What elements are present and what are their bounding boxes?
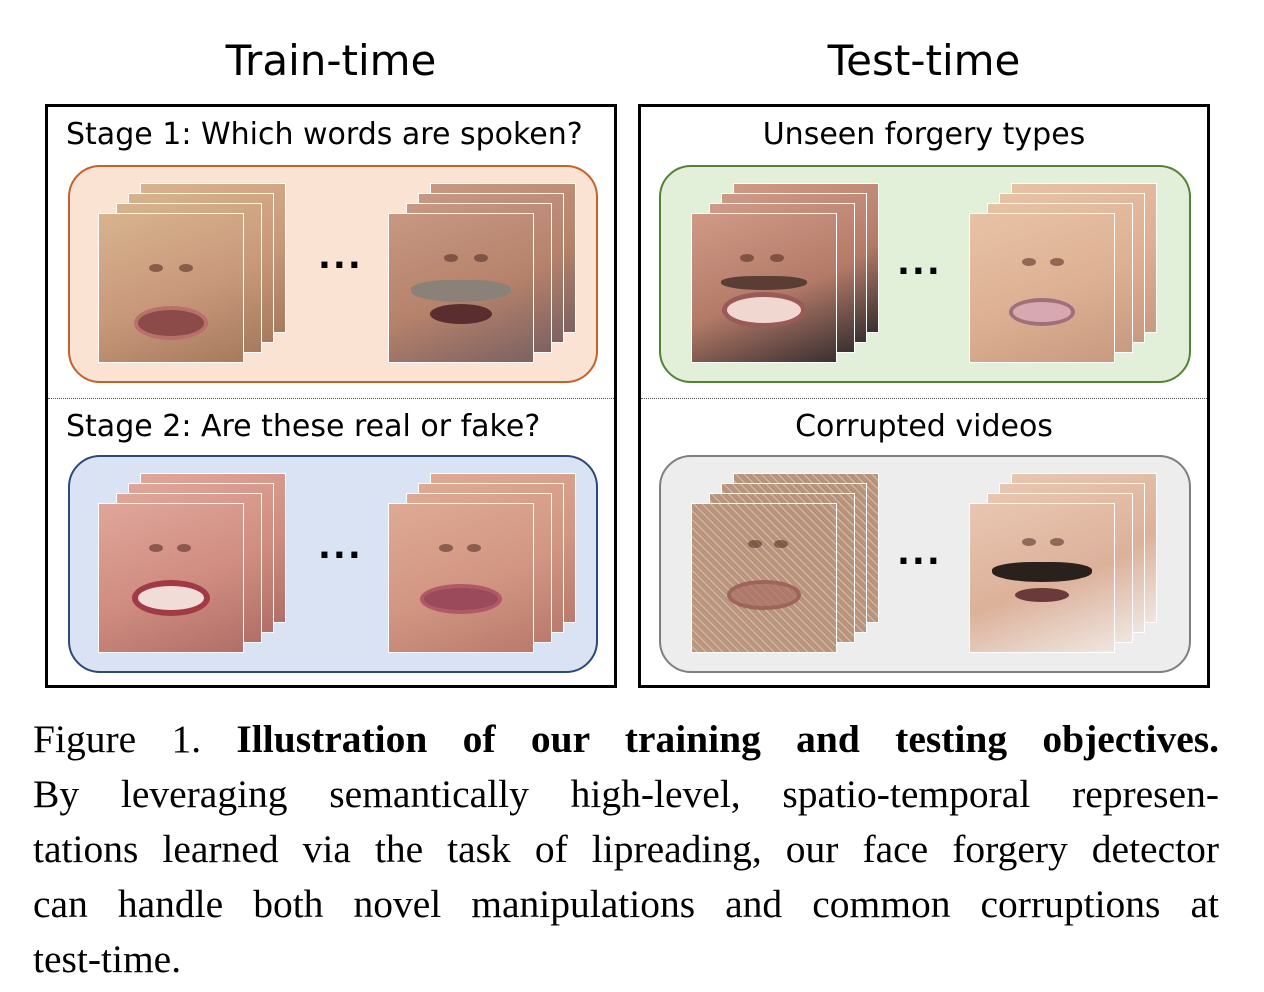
test-time-title: Test-time bbox=[827, 36, 1021, 85]
caption-line-1: Figure 1. Illustration of our training a… bbox=[33, 712, 1219, 767]
train-divider bbox=[48, 398, 614, 399]
face-crop-image bbox=[98, 213, 244, 363]
face-crop-image bbox=[691, 213, 837, 363]
face-crop-image bbox=[691, 503, 837, 653]
caption-line-2: By leveraging semantically high-level, s… bbox=[33, 772, 1219, 816]
caption-line-4: can handle both novel manipulations and … bbox=[33, 882, 1219, 926]
stage1-clip-left bbox=[98, 183, 286, 363]
stage1-ellipsis: ... bbox=[318, 237, 363, 277]
stage1-label: Stage 1: Which words are spoken? bbox=[66, 117, 583, 152]
face-crop-image bbox=[98, 503, 244, 653]
corrupted-clip-right bbox=[969, 473, 1157, 653]
unseen-forgery-label: Unseen forgery types bbox=[762, 117, 1086, 152]
stage2-clip-left bbox=[98, 473, 286, 653]
figure-caption: Figure 1. Illustration of our training a… bbox=[33, 712, 1219, 987]
test-divider bbox=[641, 398, 1207, 399]
face-crop-image bbox=[969, 503, 1115, 653]
corrupted-clip-left bbox=[691, 473, 879, 653]
caption-line-5: test-time. bbox=[33, 937, 182, 981]
stage2-label: Stage 2: Are these real or fake? bbox=[66, 409, 540, 444]
caption-title: Illustration of our training and testing… bbox=[236, 717, 1219, 761]
corrupted-videos-group: ... bbox=[659, 455, 1191, 673]
corrupted-videos-label: Corrupted videos bbox=[795, 409, 1053, 444]
unseen-clip-right bbox=[969, 183, 1157, 363]
stage1-question: Which words are spoken? bbox=[191, 117, 583, 152]
stage1-clip-right bbox=[388, 183, 576, 363]
stage2-question: Are these real or fake? bbox=[191, 409, 541, 444]
stage2-prefix: Stage 2: bbox=[66, 409, 192, 444]
stage2-ellipsis: ... bbox=[318, 527, 363, 567]
stage2-clip-right bbox=[388, 473, 576, 653]
unseen-ellipsis: ... bbox=[897, 243, 942, 283]
stage1-group: ... bbox=[68, 165, 598, 383]
train-time-title: Train-time bbox=[225, 36, 437, 85]
corrupted-ellipsis: ... bbox=[897, 533, 942, 573]
train-time-panel: Stage 1: Which words are spoken? ... Sta… bbox=[45, 104, 617, 688]
test-time-panel: Unseen forgery types ... Corrupted video… bbox=[638, 104, 1210, 688]
face-crop-image bbox=[388, 503, 534, 653]
face-crop-image bbox=[388, 213, 534, 363]
unseen-clip-left bbox=[691, 183, 879, 363]
caption-line-3: tations learned via the task of lipreadi… bbox=[33, 827, 1219, 871]
stage2-group: ... bbox=[68, 455, 598, 673]
stage1-prefix: Stage 1: bbox=[66, 117, 192, 152]
unseen-forgery-group: ... bbox=[659, 165, 1191, 383]
face-crop-image bbox=[969, 213, 1115, 363]
figure-number: Figure 1. bbox=[33, 717, 237, 761]
